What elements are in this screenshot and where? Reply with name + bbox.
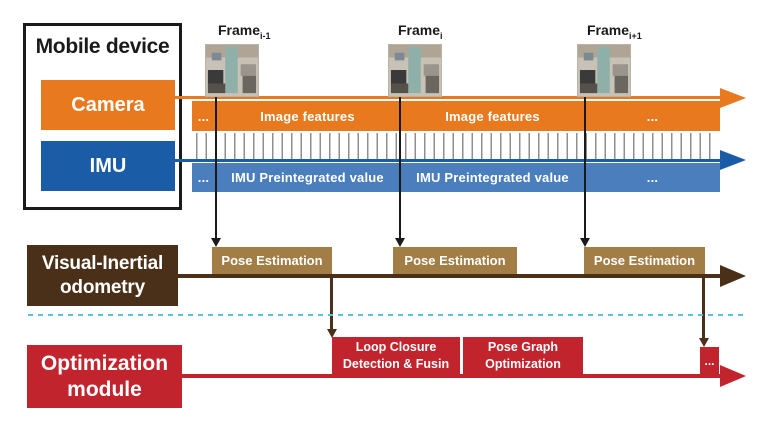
vio-title-line1: Visual-Inertial: [41, 252, 164, 274]
pose-estimation-box-1: Pose Estimation: [212, 247, 332, 274]
imu-timeline-arrowhead-icon: [720, 150, 746, 170]
optimization-title-box: Optimization module: [27, 345, 182, 408]
camera-label: Camera: [71, 93, 145, 116]
imu-segment-ellipsis-right: ...: [646, 170, 659, 185]
vio-to-loop-closure-line: [330, 278, 333, 330]
pose-estimation-box-3: Pose Estimation: [584, 247, 705, 274]
frame-arrowhead-i-1-icon: [211, 238, 221, 247]
pose-graph-line1: Pose Graph: [487, 340, 559, 355]
imu-segment-preintegrated-1: IMU Preintegrated value: [231, 170, 384, 185]
mobile-device-title: Mobile device: [35, 35, 170, 58]
imu-sample-ticks: [196, 133, 718, 160]
optimization-title-line1: Optimization: [40, 352, 169, 376]
camera-segment-image-features-1: Image features: [260, 108, 355, 124]
frame-label-i: Framei: [398, 22, 443, 41]
optimization-title-line2: module: [67, 377, 142, 401]
frame-label-i-1: Framei-1: [218, 22, 271, 41]
vio-title-line2: odometry: [60, 276, 145, 298]
vio-to-ellipsis-arrowhead-icon: [699, 338, 709, 347]
optimization-ellipsis-box: ...: [700, 347, 719, 374]
module-separator-dashed-line: [28, 314, 748, 316]
frame-photo-i-1: [205, 44, 259, 97]
imu-box: IMU: [41, 141, 175, 191]
mobile-device-box: Mobile device Camera IMU: [23, 23, 182, 210]
camera-segment-ellipsis-right: ...: [646, 108, 659, 124]
vio-to-loop-closure-arrowhead-icon: [327, 329, 337, 338]
imu-timeline-line: [172, 159, 722, 162]
camera-segment-ellipsis-left: ...: [197, 108, 210, 124]
camera-timeline-line: [172, 96, 722, 99]
frame-line-i: [399, 97, 401, 238]
loop-closure-box: Loop Closure Detection & Fusin: [332, 337, 460, 374]
frame-label-i-plus-1: Framei+1: [587, 22, 642, 41]
optimization-timeline-line: [182, 374, 722, 378]
imu-segment-ellipsis-left: ...: [197, 170, 210, 185]
frame-arrowhead-i-icon: [395, 238, 405, 247]
loop-closure-line1: Loop Closure: [355, 340, 437, 355]
vio-to-ellipsis-line: [702, 278, 705, 339]
frame-line-i-plus-1: [584, 97, 586, 238]
pose-graph-optimization-box: Pose Graph Optimization: [463, 337, 583, 374]
loop-closure-line2: Detection & Fusin: [342, 356, 450, 371]
frame-arrowhead-i-plus-1-icon: [580, 238, 590, 247]
frame-photo-i: [388, 44, 442, 97]
pose-estimation-box-2: Pose Estimation: [393, 247, 517, 274]
camera-segment-image-features-2: Image features: [445, 108, 540, 124]
frame-photo-i-plus-1: [577, 44, 631, 97]
imu-label: IMU: [89, 154, 127, 177]
vio-timeline-line: [178, 274, 722, 278]
frame-line-i-1: [215, 97, 217, 238]
camera-track-band: ... Image features Image features ...: [192, 101, 720, 131]
imu-track-band: ... IMU Preintegrated value IMU Preinteg…: [192, 163, 720, 192]
optimization-timeline-arrowhead-icon: [720, 365, 746, 387]
camera-timeline-arrowhead-icon: [720, 88, 746, 108]
camera-box: Camera: [41, 80, 175, 130]
pose-graph-line2: Optimization: [485, 356, 561, 371]
vio-title-box: Visual-Inertial odometry: [27, 245, 178, 306]
vio-timeline-arrowhead-icon: [720, 265, 746, 287]
imu-segment-preintegrated-2: IMU Preintegrated value: [416, 170, 569, 185]
